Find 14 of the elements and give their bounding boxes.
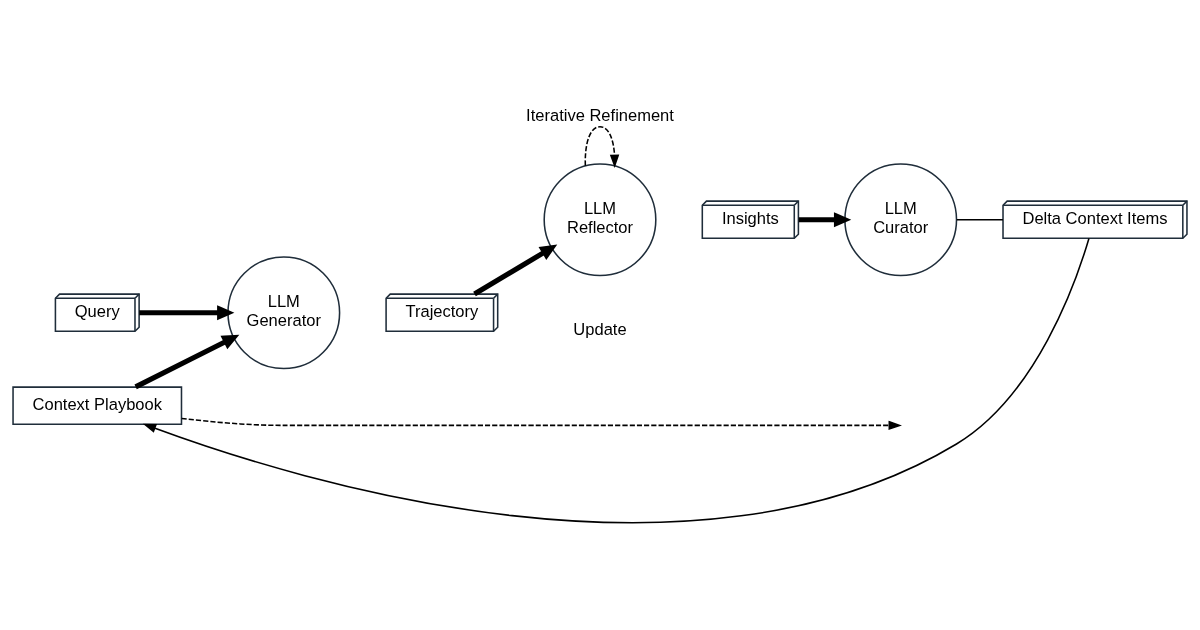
node-circle: LLM Curator (844, 162, 958, 276)
arrow (139, 304, 235, 320)
arrow (473, 244, 558, 296)
node-box: Context Playbook (12, 385, 183, 425)
arrow (584, 125, 620, 168)
arrow (142, 237, 1090, 523)
arrow (798, 211, 852, 227)
label: Update (573, 319, 627, 339)
node-circle: LLM Generator (227, 255, 341, 369)
edge-label: Iterative Refinement (526, 105, 674, 125)
arrow (180, 417, 902, 430)
arrow (134, 334, 240, 389)
connector (956, 218, 1004, 220)
node-circle: LLM Reflector (543, 162, 657, 276)
